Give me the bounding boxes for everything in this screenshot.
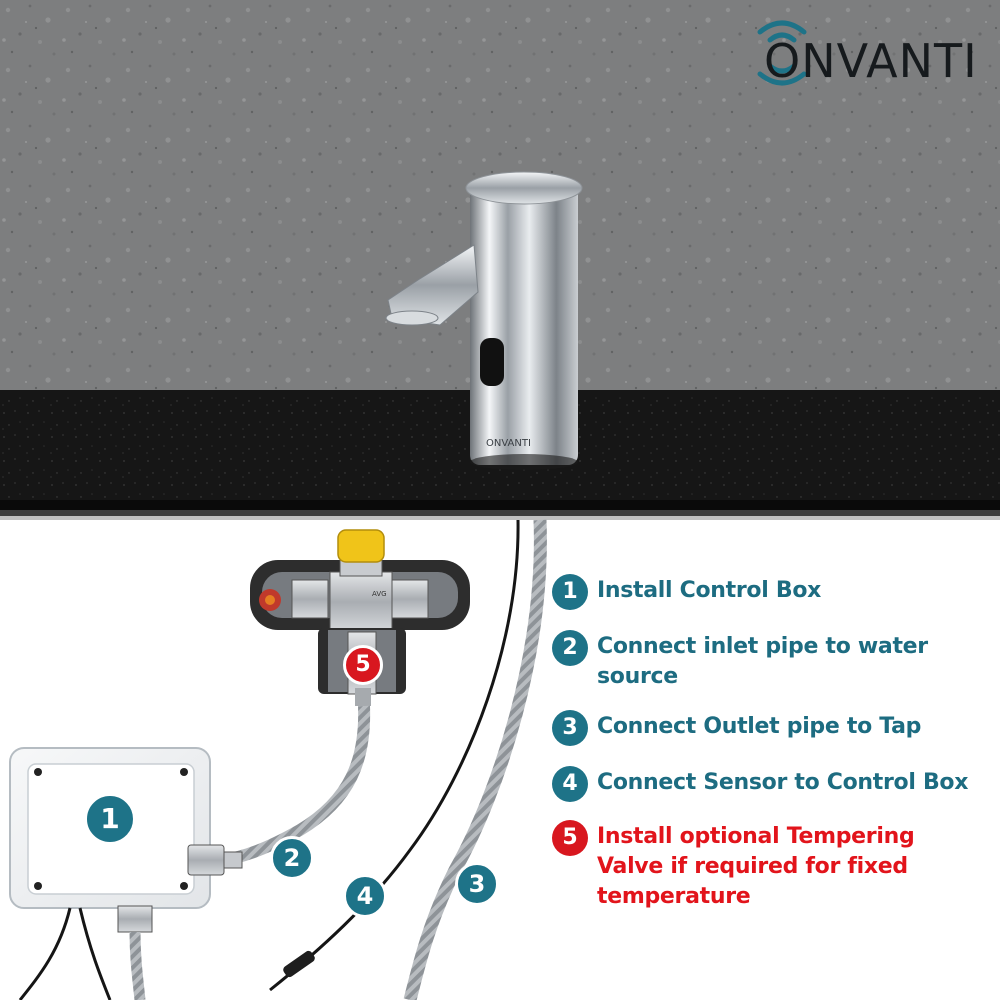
step-1: 1 Install Control Box	[552, 574, 992, 610]
wave-signal-icon	[757, 20, 807, 86]
step-2: 2 Connect inlet pipe to water source	[552, 630, 992, 692]
step-5-text: Install optional Tempering Valve if requ…	[597, 824, 915, 909]
step-2-number: 2	[552, 630, 588, 666]
countertop-edge	[0, 500, 1000, 512]
callout-control-box: 1	[84, 793, 136, 845]
sensor-cable	[269, 519, 520, 992]
valve-mark-avg: AVG	[372, 590, 387, 598]
step-4: 4 Connect Sensor to Control Box	[552, 766, 992, 802]
step-4-text: Connect Sensor to Control Box	[597, 770, 969, 795]
installation-steps: 1 Install Control Box 2 Connect inlet pi…	[552, 574, 992, 912]
step-5-number: 5	[552, 820, 588, 856]
step-1-text: Install Control Box	[597, 578, 822, 603]
outlet-pipe-3	[403, 519, 547, 1000]
brand-logo: ONVANTI	[752, 12, 987, 92]
sensor-faucet: ONVANTI	[385, 171, 583, 470]
brand-name: ONVANTI	[764, 34, 978, 88]
step-1-number: 1	[552, 574, 588, 610]
control-box	[9, 747, 243, 933]
step-4-number: 4	[552, 766, 588, 802]
step-3-text: Connect Outlet pipe to Tap	[597, 714, 922, 739]
callout-inlet-pipe: 2	[270, 836, 314, 880]
step-3-number: 3	[552, 710, 588, 746]
step-2-text: Connect inlet pipe to water source	[597, 634, 928, 689]
step-3: 3 Connect Outlet pipe to Tap	[552, 710, 992, 746]
callout-outlet-pipe: 3	[455, 862, 499, 906]
callout-tempering-valve: 5	[343, 645, 383, 685]
inlet-pipe-2	[221, 705, 371, 866]
faucet-brand-mark: ONVANTI	[486, 438, 531, 449]
callout-sensor: 4	[343, 874, 387, 918]
step-5: 5 Install optional Tempering Valve if re…	[552, 820, 992, 912]
